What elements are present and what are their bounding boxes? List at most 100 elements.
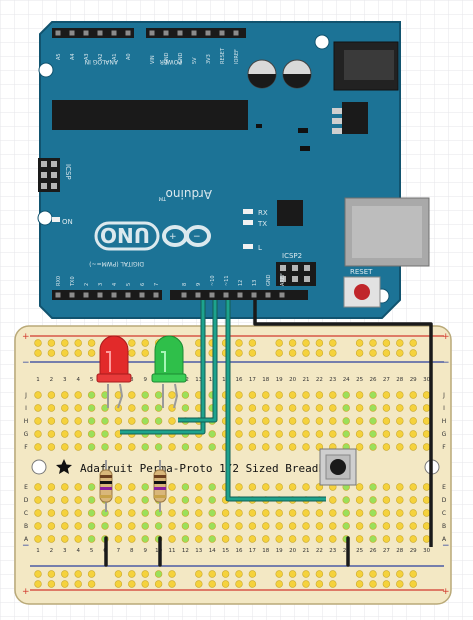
breadboard-pad (409, 391, 417, 399)
breadboard-pad (208, 483, 216, 491)
rx-led (243, 209, 253, 214)
breadboard-pad (61, 509, 69, 517)
header-pin-hole (83, 30, 89, 36)
breadboard-pad (34, 430, 42, 438)
breadboard-pad (47, 522, 56, 530)
breadboard-pad (208, 496, 216, 504)
row-letter: B (24, 523, 28, 530)
breadboard-pad (101, 522, 109, 530)
svg-text:+: + (169, 232, 177, 242)
row-letter: C (442, 510, 446, 517)
column-number: 27 (383, 548, 390, 554)
rail-pad (382, 580, 391, 588)
column-number: 13 (195, 377, 202, 383)
breadboard-pad (154, 522, 163, 530)
breadboard-pad (74, 509, 82, 517)
breadboard-pad (34, 496, 42, 504)
row-letter: J (24, 392, 27, 399)
column-number: 17 (249, 377, 256, 383)
breadboard-pad (235, 443, 243, 451)
column-number: 19 (276, 377, 283, 383)
breadboard-pad (208, 509, 216, 517)
pin-label: GND (266, 274, 272, 286)
breadboard-pad (141, 443, 149, 451)
breadboard-pad (154, 417, 163, 425)
breadboard-pad (396, 443, 404, 451)
rail-plus-symbol: + (442, 332, 450, 342)
breadboard-pad (369, 391, 377, 399)
breadboard-pad (195, 483, 203, 491)
breadboard-pad (288, 417, 297, 425)
breadboard-pad (74, 404, 82, 412)
breadboard-pad (342, 417, 350, 425)
rail-pad (141, 349, 149, 357)
breadboard-pad (329, 430, 337, 438)
push-button[interactable] (319, 448, 357, 486)
mount-hole (314, 34, 330, 50)
row-letter: G (24, 431, 29, 438)
breadboard-pad (355, 443, 364, 451)
header-pin-hole (111, 292, 117, 298)
breadboard-pad (302, 430, 310, 438)
breadboard-pad (128, 496, 136, 504)
pin-label: 9 (196, 283, 202, 286)
pin-label: RX0 (56, 276, 62, 286)
rail-pad (87, 570, 96, 578)
rail-pad (355, 570, 364, 578)
rail-pad (369, 570, 377, 578)
breadboard-pad (61, 535, 69, 543)
breadboard-pad (355, 430, 364, 438)
breadboard-pad (248, 509, 257, 517)
breadboard-pad (195, 535, 203, 543)
breadboard-pad (235, 391, 243, 399)
rail-plus-symbol: + (22, 332, 30, 342)
breadboard-pad (208, 522, 216, 530)
column-number: 21 (303, 548, 310, 554)
breadboard-pad (382, 430, 391, 438)
pin-label: 6 (140, 283, 146, 286)
breadboard-pad (315, 417, 324, 425)
pin-label: A0 (126, 53, 132, 60)
column-number: 8 (130, 377, 134, 383)
column-number: 9 (143, 377, 147, 383)
column-number: 1 (36, 548, 40, 554)
breadboard-pad (369, 496, 377, 504)
pin-label: 8 (182, 283, 188, 286)
header-pin-hole (125, 30, 131, 36)
column-number: 23 (329, 377, 336, 383)
column-number: 21 (303, 377, 310, 383)
breadboard-pad (128, 391, 136, 399)
reset-button-cap[interactable] (354, 284, 370, 300)
icsp2-pin (304, 276, 310, 282)
rail-pad (87, 580, 96, 588)
header-pin-hole (219, 30, 225, 36)
breadboard-pad (74, 417, 82, 425)
rail-pad (221, 580, 230, 588)
rail-pad (248, 349, 257, 357)
column-number: 30 (423, 377, 430, 383)
rail-pad (315, 570, 324, 578)
breadboard-pad (382, 417, 391, 425)
breadboard-pad (34, 417, 42, 425)
reset-label: RESET (350, 268, 373, 276)
breadboard-pad (315, 430, 324, 438)
breadboard-pad (288, 483, 297, 491)
breadboard-pad (355, 391, 364, 399)
rail-pad (235, 349, 243, 357)
breadboard-pad (128, 443, 136, 451)
breadboard-pad (396, 391, 404, 399)
pin-label: 5V (192, 57, 198, 64)
rail-pad (235, 339, 243, 347)
breadboard-pad (141, 404, 149, 412)
rail-pad (114, 580, 123, 588)
rail-pad (235, 580, 243, 588)
rail-pad (248, 580, 257, 588)
header-pin-hole (205, 30, 211, 36)
breadboard-pad (409, 430, 417, 438)
breadboard-pad (288, 509, 297, 517)
column-number: 3 (63, 548, 67, 554)
on-led (52, 217, 60, 222)
breadboard-pad (329, 391, 337, 399)
breadboard-pad (221, 509, 230, 517)
rail-pad (382, 570, 391, 578)
